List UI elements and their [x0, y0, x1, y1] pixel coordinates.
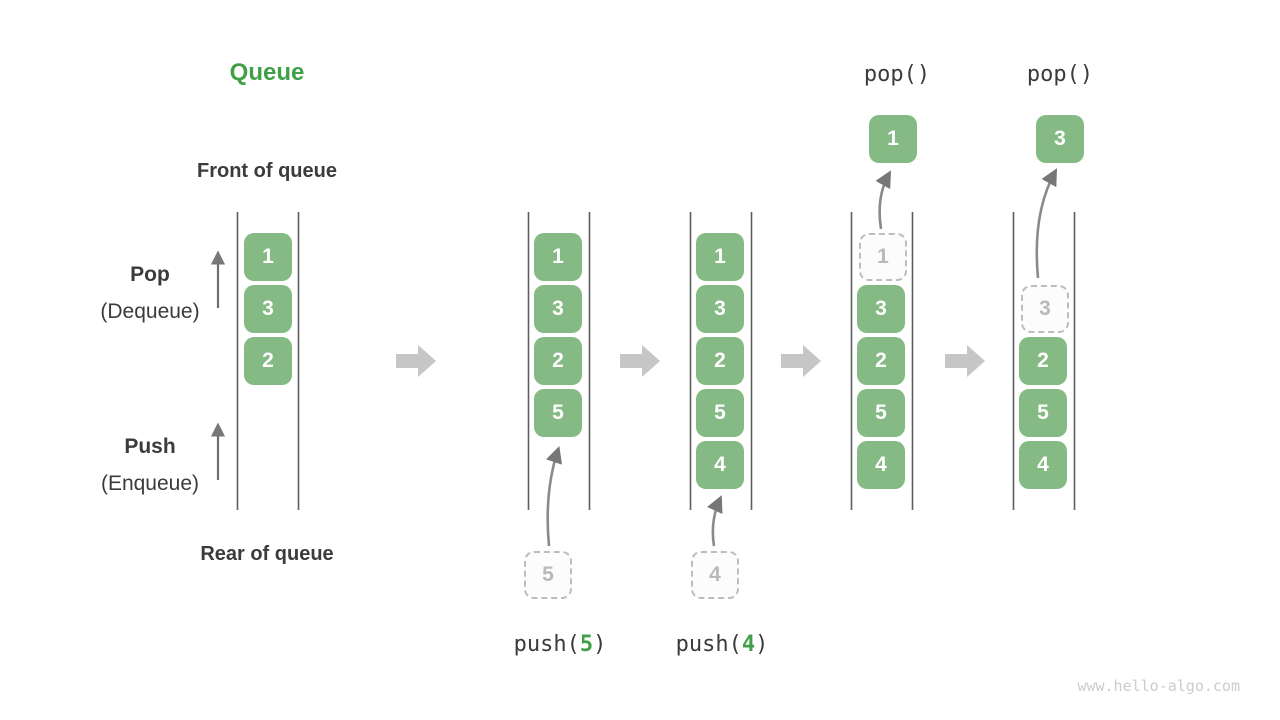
removed-cell: 1 — [859, 233, 907, 281]
diagram-title: Queue — [229, 59, 305, 86]
incoming-cell: 5 — [524, 551, 572, 599]
queue-cell: 3 — [244, 285, 292, 333]
code-argument: 4 — [741, 632, 756, 657]
push-label-group: Push (Enqueue) — [55, 428, 245, 502]
queue-cell: 5 — [696, 389, 744, 437]
push-4-arrow — [707, 495, 723, 547]
state-transition-arrows — [396, 345, 985, 377]
queue-cell: 2 — [1019, 337, 1067, 385]
pop-label-group: Pop (Dequeue) — [55, 256, 245, 330]
queue-cell: 2 — [696, 337, 744, 385]
queue-cell: 4 — [857, 441, 905, 489]
queue-cell: 4 — [1019, 441, 1067, 489]
code-text: ) — [593, 632, 607, 657]
queue-cell: 5 — [534, 389, 582, 437]
popped-cell: 1 — [869, 115, 917, 163]
queue-cell: 2 — [244, 337, 292, 385]
queue-cell: 5 — [1019, 389, 1067, 437]
dequeue-label: (Dequeue) — [100, 300, 200, 323]
queue-cell: 2 — [534, 337, 582, 385]
queue-cell: 2 — [857, 337, 905, 385]
watermark: www.hello-algo.com — [1077, 677, 1240, 695]
code-text: push( — [513, 632, 580, 657]
code-argument: 5 — [579, 632, 594, 657]
transition-arrow-4 — [945, 345, 985, 377]
queue-rails — [236, 212, 1076, 510]
transition-arrow-1 — [396, 345, 436, 377]
removed-cell: 3 — [1021, 285, 1069, 333]
enqueue-label: (Enqueue) — [100, 472, 200, 495]
code-text: push( — [675, 632, 742, 657]
queue-cell: 1 — [244, 233, 292, 281]
pop-label: Pop — [130, 263, 170, 286]
queue-cell: 4 — [696, 441, 744, 489]
queue-cell: 5 — [857, 389, 905, 437]
push-5-arrow — [545, 445, 563, 547]
push-5-operation-label: push(5) — [514, 632, 607, 657]
queue-cell: 1 — [696, 233, 744, 281]
pop-3-arrow — [1035, 168, 1058, 279]
queue-cell: 1 — [534, 233, 582, 281]
pop-operation-label: pop() — [1026, 62, 1094, 87]
code-text: ) — [755, 632, 769, 657]
queue-cell: 3 — [696, 285, 744, 333]
incoming-cell: 4 — [691, 551, 739, 599]
rear-of-queue-label: Rear of queue — [200, 543, 334, 565]
transition-arrow-2 — [620, 345, 660, 377]
front-of-queue-label: Front of queue — [197, 160, 337, 182]
queue-cell: 3 — [534, 285, 582, 333]
push-4-operation-label: push(4) — [676, 632, 769, 657]
push-label: Push — [124, 435, 176, 458]
transition-arrow-3 — [781, 345, 821, 377]
queue-cell: 3 — [857, 285, 905, 333]
operation-arrows — [545, 168, 1058, 547]
pop-1-arrow — [875, 170, 892, 230]
popped-cell: 3 — [1036, 115, 1084, 163]
pop-operation-label: pop() — [863, 62, 931, 87]
